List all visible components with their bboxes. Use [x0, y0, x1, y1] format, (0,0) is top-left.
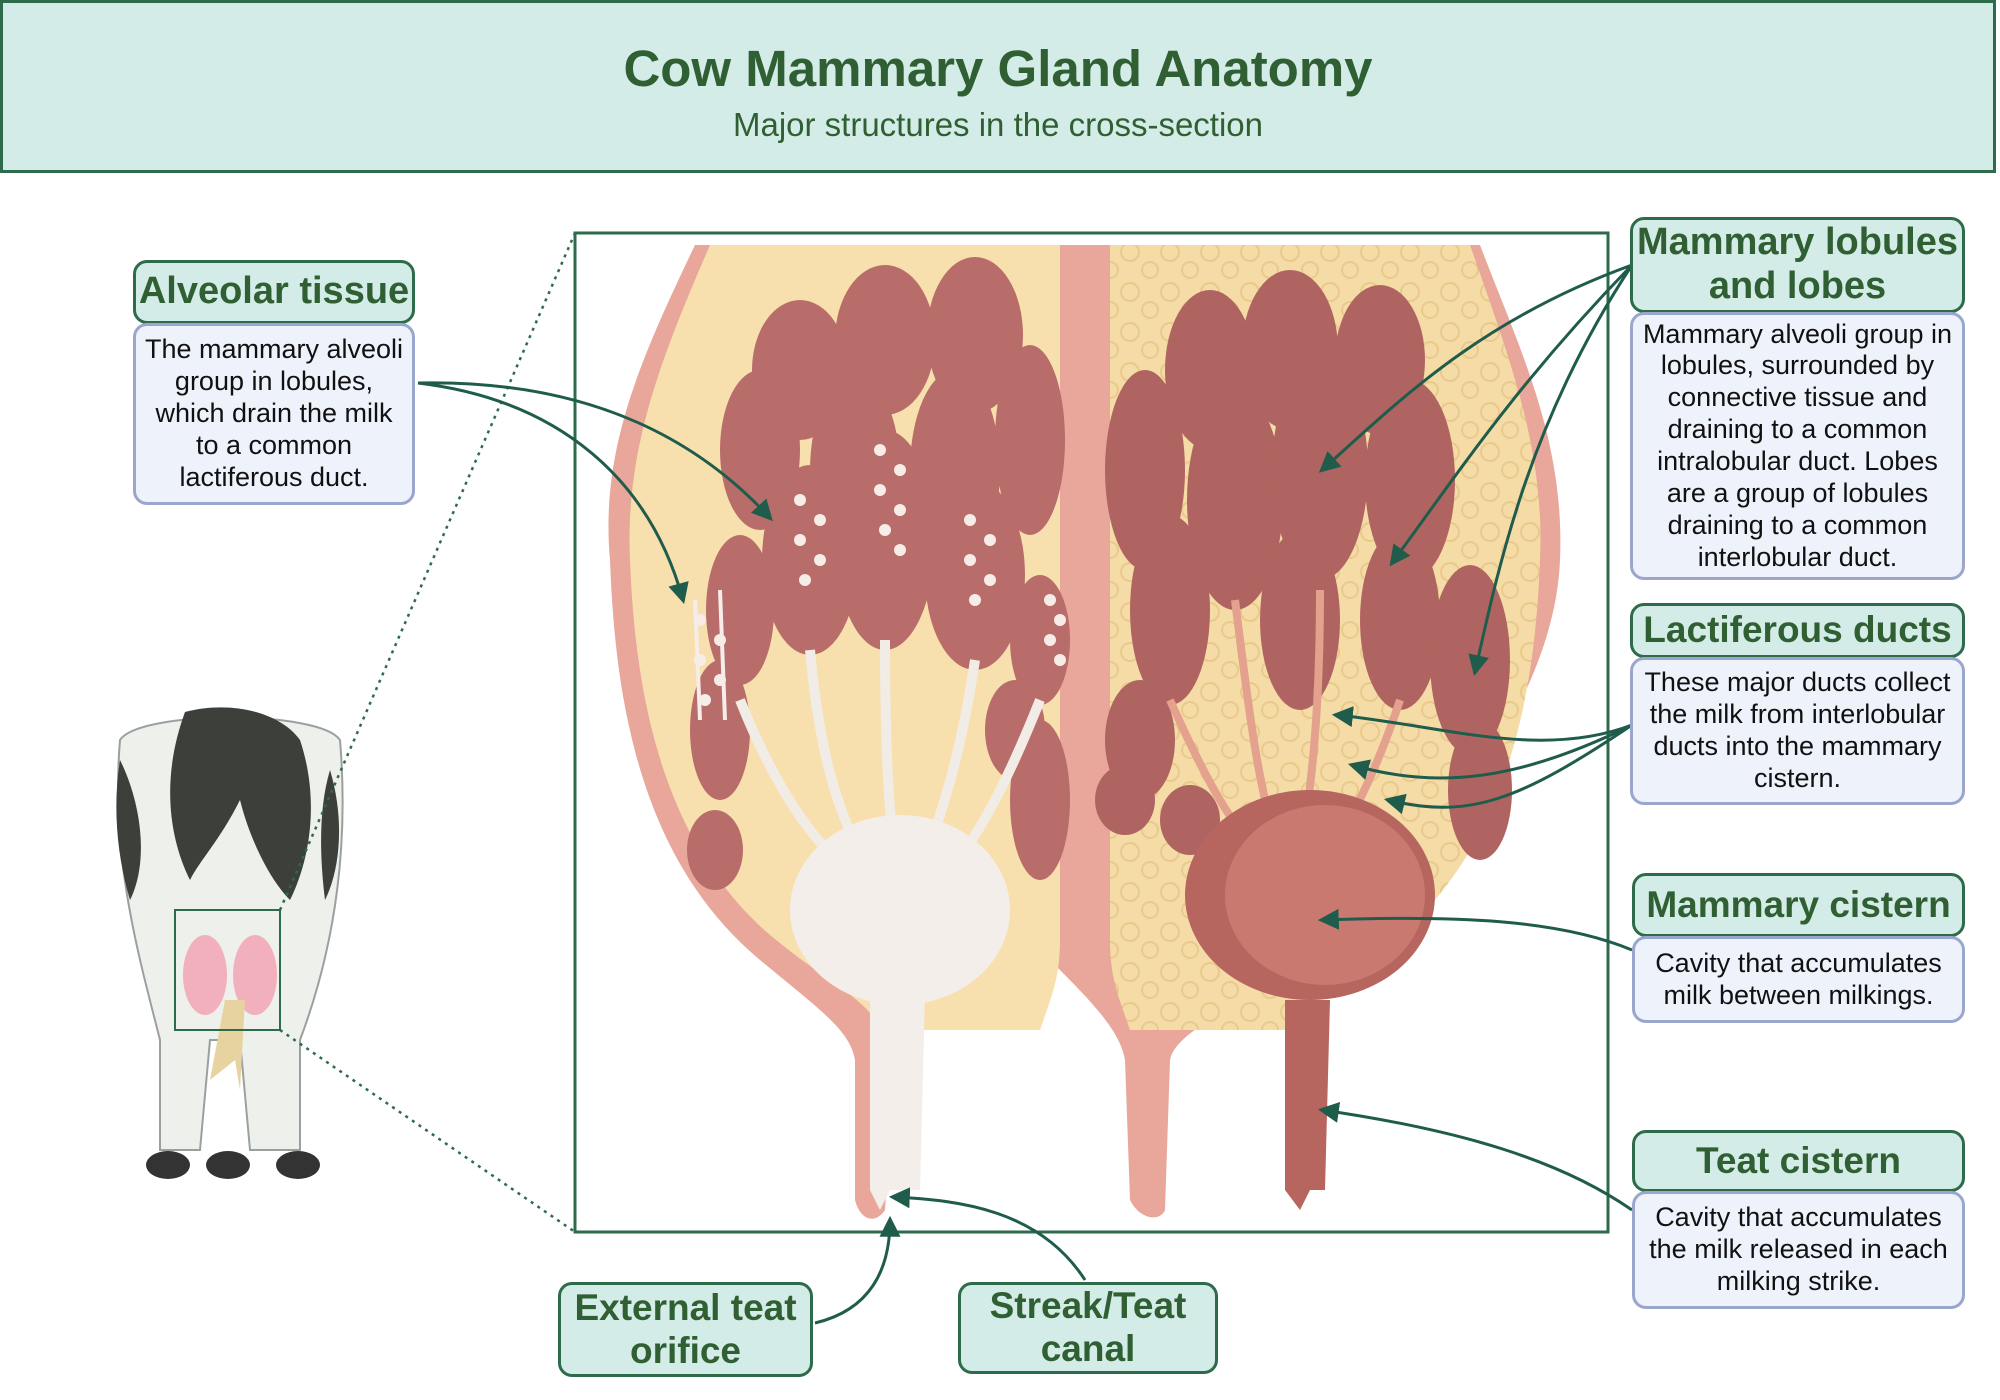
mammary-cistern-label: Mammary cistern [1632, 873, 1965, 937]
alveolar-tissue-label: Alveolar tissue [133, 260, 415, 324]
page-title: Cow Mammary Gland Anatomy [623, 40, 1373, 97]
zoom-line-top [278, 232, 577, 911]
alveolar-tissue-description: The mammary alveoli group in lobules, wh… [133, 323, 415, 505]
lactiferous-ducts-description: These major ducts collect the milk from … [1630, 657, 1965, 805]
cow-udder-highlight [174, 909, 281, 1031]
lactiferous-ducts-label: Lactiferous ducts [1630, 603, 1965, 658]
header: Cow Mammary Gland Anatomy Major structur… [0, 0, 1996, 173]
udder-cross-section [608, 245, 1561, 1219]
mammary-lobules-description: Mammary alveoli group in lobules, surrou… [1630, 312, 1965, 580]
mammary-cistern-description: Cavity that accumulates milk between mil… [1632, 936, 1965, 1023]
cow-illustration [116, 707, 344, 1179]
mammary-lobules-label: Mammary lobules and lobes [1630, 217, 1965, 313]
streak-teat-canal-label: Streak/Teat canal [958, 1282, 1218, 1374]
external-teat-orifice-label: External teat orifice [558, 1282, 813, 1377]
teat-cistern-description: Cavity that accumulates the milk release… [1632, 1191, 1965, 1309]
page-subtitle: Major structures in the cross-section [732, 106, 1263, 143]
annotation-arrows [417, 263, 1634, 1325]
zoom-line-bottom [279, 1028, 576, 1234]
teat-cistern-label: Teat cistern [1632, 1130, 1965, 1192]
